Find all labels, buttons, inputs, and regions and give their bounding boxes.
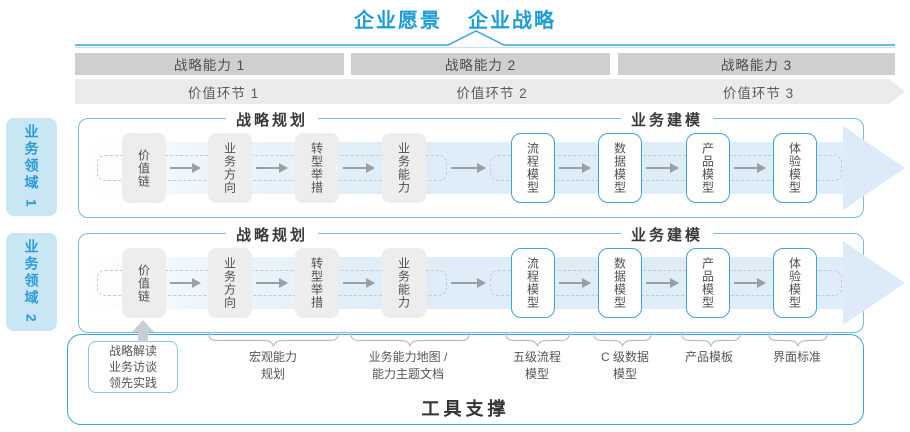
annotation-ui-standard: 界面标准 [772,350,822,364]
model-box-experience: 体验模型 [773,133,817,203]
flow-arrow [170,278,201,288]
capability-bar: 战略能力 1 [75,53,344,75]
domain-tab-label: 业务领域 2 [23,239,40,325]
tool-support-label: 工具支撑 [421,399,510,419]
flow-arrow [734,163,766,173]
value-link-chevron: 价值环节 3 [612,79,905,104]
flow-arrow [256,163,288,173]
dashed-track [490,155,842,181]
flow-arrow [646,278,679,288]
strategy-box-capability: 业务能力 [382,248,426,318]
business-domain-row-2: 价值链 业务方向 转型举措 业务能力 流程模型 数据模型 产品模型 体验模型 战… [0,224,910,333]
domain-tab-label: 业务领域 1 [23,124,40,210]
strategy-box-initiatives: 转型举措 [295,133,339,203]
section-header-modeling: 业务建模 [620,109,714,130]
flow-band-arrowhead [843,126,905,210]
model-box-data: 数据模型 [598,248,642,318]
flow-arrow [559,278,591,288]
annotation-data-model: C 级数据 模型 [600,350,650,382]
annotation-macro-capability: 宏观能力 规划 [248,350,298,382]
brace-connector [208,331,339,347]
capability-bar: 战略能力 2 [351,53,610,75]
model-box-process: 流程模型 [511,133,555,203]
flow-arrow [646,163,679,173]
flow-arrow [170,163,201,173]
model-box-experience: 体验模型 [773,248,817,318]
tool-support-container [67,334,864,425]
up-arrow-shaft [138,331,148,342]
strategy-box-initiatives: 转型举措 [295,248,339,318]
annotation-process-model: 五级流程 模型 [512,350,562,382]
brace-connector [768,331,828,347]
model-box-product: 产品模型 [686,133,730,203]
strategy-title: 企业战略 [468,10,556,32]
strategy-box-direction: 业务方向 [208,133,252,203]
flow-arrow [343,278,375,288]
value-link-chevron: 价值环节 2 [356,79,628,104]
strategy-box-capability: 业务能力 [382,133,426,203]
domain-tab-1: 业务领域 1 [6,118,57,216]
section-header-planning: 战略规划 [225,109,319,130]
vision-title: 企业愿景 [354,10,442,32]
brace-connector [350,331,470,347]
brace-connector [593,331,652,347]
model-box-data: 数据模型 [598,133,642,203]
strategy-sources-box: 战略解读 业务访谈 领先实践 [88,341,178,393]
flow-arrow [451,278,486,288]
dashed-track [97,270,447,296]
brace-connector [681,331,741,347]
strategy-box-direction: 业务方向 [208,248,252,318]
dashed-track [97,155,447,181]
page-title: 企业愿景 企业战略 [0,4,910,33]
strategy-box-value-chain: 价值链 [122,133,166,203]
section-header-modeling: 业务建模 [620,224,714,245]
dashed-track [490,270,842,296]
model-box-product: 产品模型 [686,248,730,318]
flow-arrow [559,163,591,173]
flow-arrow [451,163,486,173]
capability-bar: 战略能力 3 [618,53,895,75]
up-arrow-icon [132,320,154,332]
strategy-box-value-chain: 价值链 [122,248,166,318]
flow-arrow [734,278,766,288]
brace-connector [505,331,570,347]
model-box-process: 流程模型 [511,248,555,318]
annotation-capability-map: 业务能力地图 / 能力主题文档 [368,350,448,382]
domain-tab-2: 业务领域 2 [6,233,57,331]
flow-arrow [343,163,375,173]
annotation-product-template: 产品模板 [684,350,734,364]
flow-band-arrowhead [843,241,905,325]
flow-arrow [256,278,288,288]
value-link-chevron: 价值环节 1 [75,79,372,104]
section-header-planning: 战略规划 [225,224,319,245]
business-domain-row-1: 价值链 业务方向 转型举措 业务能力 流程模型 数据模型 产品模型 体验模型 战… [0,109,910,218]
vision-connector-line [75,30,895,48]
